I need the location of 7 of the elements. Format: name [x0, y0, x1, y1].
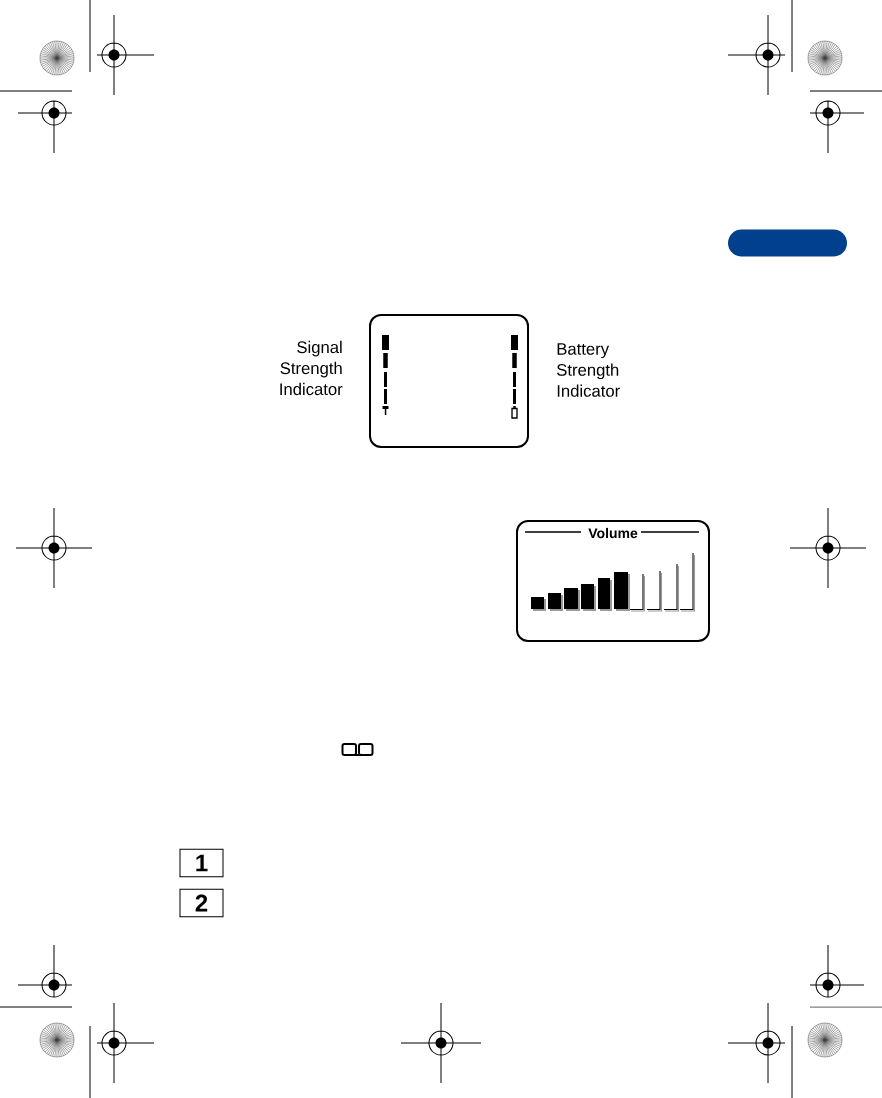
indicator-label: Signal Strength Indicator — [280, 340, 343, 396]
indicator-label: Battery Strength Indicator — [557, 343, 620, 397]
line-indicator: 2 — [179, 888, 224, 918]
display-screen — [369, 314, 529, 448]
section-tab — [728, 229, 847, 257]
line-indicator: 1 — [179, 848, 224, 878]
volume-screen: Volume — [516, 520, 710, 642]
